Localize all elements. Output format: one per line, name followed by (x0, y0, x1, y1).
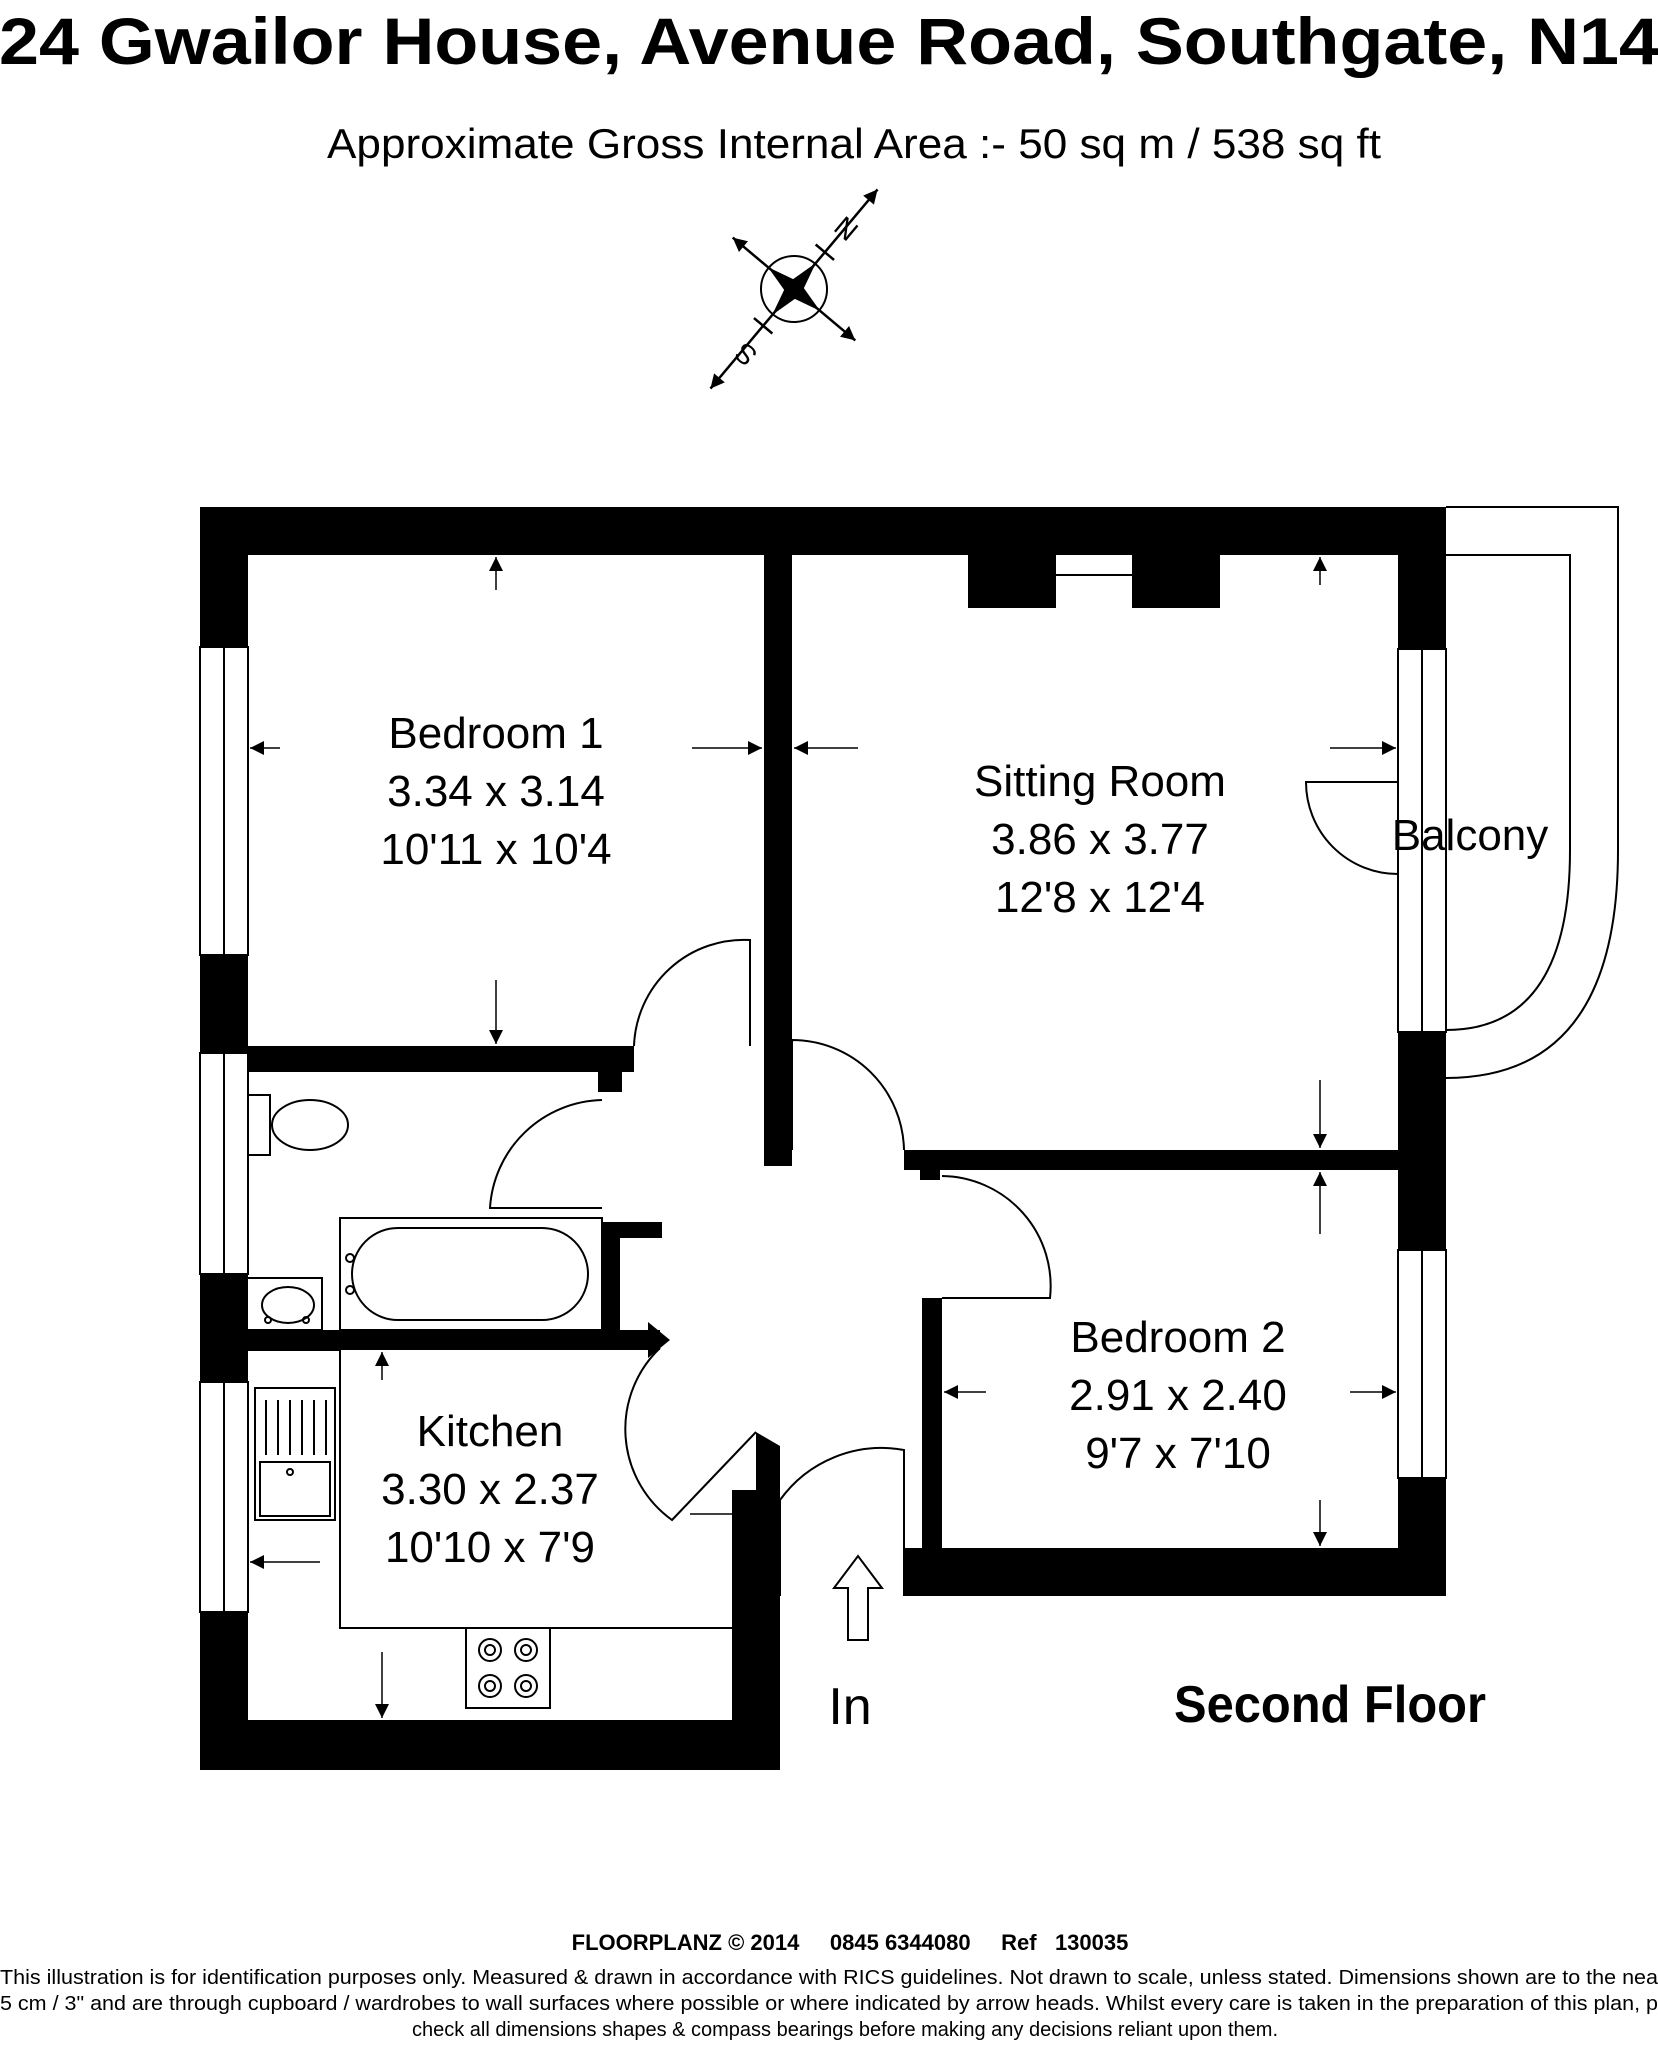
room-kitchen: Kitchen 3.30 x 2.37 10'10 x 7'9 (381, 1407, 599, 1572)
footer-credit: FLOORPLANZ © 2014 0845 6344080 Ref 13003… (572, 1930, 1129, 1955)
room-sitting: Sitting Room 3.86 x 3.77 12'8 x 12'4 (974, 757, 1226, 922)
bedroom2-name: Bedroom 2 (1070, 1313, 1285, 1362)
room-bedroom1: Bedroom 1 3.34 x 3.14 10'11 x 10'4 (380, 709, 611, 874)
compass-south-label: S (729, 336, 763, 372)
balcony-name: Balcony (1392, 811, 1549, 860)
plan-title: 24 Gwailor House, Avenue Road, Southgate… (0, 4, 1658, 78)
footer-disclaimer-2: 5 cm / 3" and are through cupboard / war… (0, 1993, 1658, 2015)
kitchen-imperial: 10'10 x 7'9 (385, 1523, 595, 1572)
footer-disclaimer-3: check all dimensions shapes & compass be… (412, 2019, 1278, 2041)
balcony-outline (1304, 506, 1619, 1079)
dimension-arrows (250, 557, 1396, 1718)
entrance-label: In (828, 1678, 871, 1736)
doors (488, 938, 1052, 1596)
bedroom2-imperial: 9'7 x 7'10 (1085, 1429, 1271, 1478)
hob-icon (465, 1627, 551, 1709)
entrance-arrow-icon (832, 1554, 884, 1641)
floor-label: Second Floor (1174, 1676, 1486, 1734)
plan-subtitle: Approximate Gross Internal Area :- 50 sq… (327, 120, 1381, 167)
bedroom1-imperial: 10'11 x 10'4 (380, 825, 611, 874)
sink-icon (254, 1387, 336, 1521)
sitting-room-metric: 3.86 x 3.77 (991, 815, 1209, 864)
toilet-icon (247, 1094, 349, 1156)
fixtures (247, 1094, 884, 1709)
bath-icon (339, 1217, 603, 1331)
walls (200, 507, 1446, 1770)
bedroom1-name: Bedroom 1 (388, 709, 603, 758)
sitting-room-name: Sitting Room (974, 757, 1226, 806)
room-bedroom2: Bedroom 2 2.91 x 2.40 9'7 x 7'10 (1069, 1313, 1287, 1478)
bedroom1-metric: 3.34 x 3.14 (387, 767, 605, 816)
footer-disclaimer-1: This illustration is for identification … (0, 1967, 1658, 1989)
bedroom2-metric: 2.91 x 2.40 (1069, 1371, 1287, 1420)
compass-icon (709, 188, 879, 390)
sitting-room-imperial: 12'8 x 12'4 (995, 873, 1205, 922)
windows (199, 574, 1447, 1613)
kitchen-name: Kitchen (417, 1407, 564, 1456)
basin-icon (248, 1277, 323, 1331)
kitchen-metric: 3.30 x 2.37 (381, 1465, 599, 1514)
